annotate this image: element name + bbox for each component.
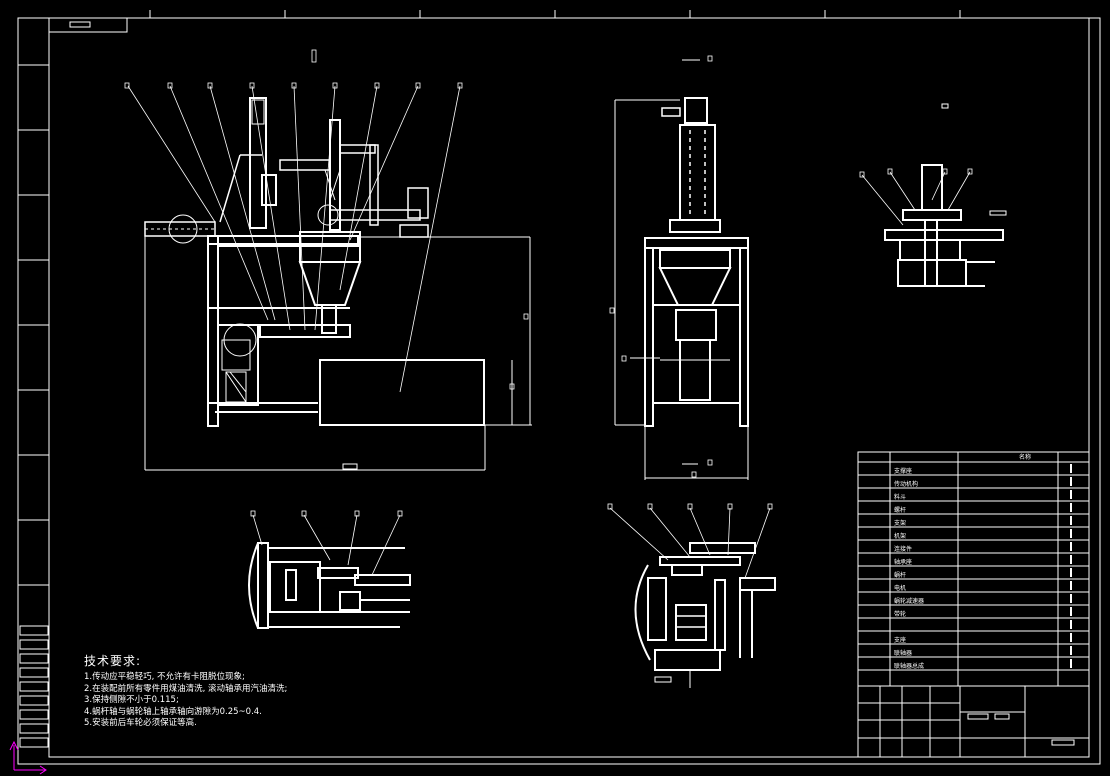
bom-table-lines	[857, 451, 1090, 758]
requirement-line: 5.安装前后车轮必须保证等高.	[84, 718, 197, 728]
detail-bottom-left	[248, 542, 411, 629]
bom-qty-mark	[1070, 594, 1072, 603]
bom-header: 名称	[1019, 454, 1032, 461]
bom-part-name: 联轴器	[894, 650, 913, 657]
bom-part-name: 支撑座	[894, 468, 913, 475]
bom-part-name: 联轴器总成	[894, 663, 925, 670]
bom-qty-mark	[1070, 529, 1072, 538]
bom-part-name: 传动机构	[894, 481, 919, 488]
bom-row: 机架	[859, 529, 1089, 542]
bom-qty-mark	[1070, 568, 1072, 577]
ucs-icon	[9, 740, 47, 775]
bom-row: 轴承座	[859, 555, 1089, 568]
bom-row: 带轮	[859, 607, 1089, 620]
bom-row: 支撑座	[859, 464, 1089, 477]
bom-row: 料斗	[859, 490, 1089, 503]
bom-row: 蜗杆	[859, 568, 1089, 581]
front-dimensions	[144, 236, 532, 471]
bom-row: 蜗轮减速器	[859, 594, 1089, 607]
bom-part-name: 支架	[894, 520, 907, 527]
bom-qty-mark	[1070, 555, 1072, 564]
zone-ticks-left	[18, 64, 49, 586]
technical-requirements-title: 技术要求:	[84, 654, 142, 668]
bom-qty-mark	[1070, 646, 1072, 655]
bom-row: 螺杆	[859, 503, 1089, 516]
bom-qty-mark	[1070, 516, 1072, 525]
bom-row: 联轴器总成	[859, 659, 1089, 672]
bom-part-name: 带轮	[894, 611, 907, 618]
bom-qty-mark	[1070, 464, 1072, 473]
bom-row: 传动机构	[859, 477, 1089, 490]
requirement-line: 2.在装配前所有零件用煤油清洗, 滚动轴承用汽油清洗;	[84, 683, 288, 694]
detail-bottom-center	[634, 542, 776, 688]
bom-part-name: 蜗杆	[894, 572, 907, 579]
bom-part-name: 电机	[894, 585, 907, 592]
side-dimensions	[614, 59, 749, 480]
bom-qty-mark	[1070, 659, 1072, 668]
bom-part-name: 机架	[894, 533, 907, 540]
bom-part-name: 料斗	[894, 494, 907, 501]
bom-row: 联轴器	[859, 646, 1089, 659]
detail-top-right-leaders	[861, 171, 971, 226]
requirement-line: 1.传动应平稳轻巧, 不允许有卡阻脱位现象;	[84, 672, 245, 682]
bom-part-name: 支座	[894, 637, 907, 644]
front-leaders	[127, 85, 461, 393]
sheet-inner-border	[48, 17, 1090, 758]
bom-qty-mark	[1070, 477, 1072, 486]
bom-row: 支架	[859, 516, 1089, 529]
detail-bottom-center-leaders	[609, 507, 771, 579]
bom-qty-mark	[1070, 620, 1072, 629]
technical-requirements: 技术要求: 1.传动应平稳轻巧, 不允许有卡阻脱位现象; 2.在装配前所有零件用…	[84, 652, 444, 730]
bom-qty-mark	[1070, 490, 1072, 499]
bom-qty-mark	[1070, 607, 1072, 616]
bom-row: 电机	[859, 581, 1089, 594]
requirement-line: 3.保持侧隙不小于0.115;	[84, 695, 179, 705]
bom-qty-mark	[1070, 542, 1072, 551]
bom-part-name: 螺杆	[894, 507, 907, 514]
bom-row: 支座	[859, 633, 1089, 646]
bom-qty-mark	[1070, 581, 1072, 590]
bom-part-name: 连接件	[894, 546, 913, 553]
left-stamp-boxes	[19, 625, 49, 748]
detail-bottom-left-leaders	[252, 514, 401, 576]
bom-qty-mark	[1070, 633, 1072, 642]
bom-qty-mark	[1070, 503, 1072, 512]
zone-ticks-top	[149, 10, 961, 18]
side-view	[644, 97, 749, 427]
requirement-line: 4.蜗杆轴与蜗轮轴上轴承轴向游隙为0.25~0.4.	[84, 706, 262, 717]
bom-row	[859, 620, 1089, 633]
bom-row: 连接件	[859, 542, 1089, 555]
front-view	[144, 97, 485, 427]
bom-part-name: 轴承座	[894, 559, 913, 566]
bom-part-name: 蜗轮减速器	[894, 598, 925, 605]
detail-top-right	[884, 103, 1007, 287]
